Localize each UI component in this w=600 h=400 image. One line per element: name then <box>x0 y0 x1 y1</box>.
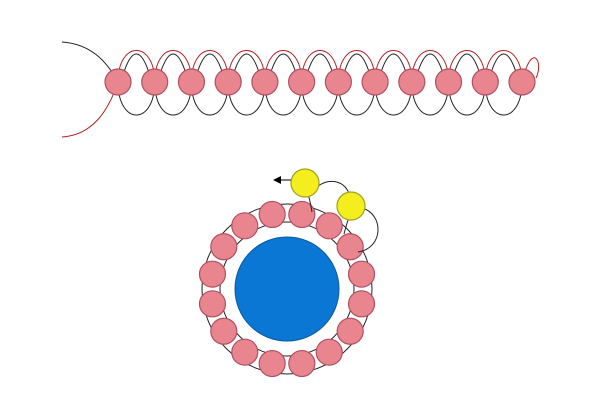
chain-bead <box>288 68 316 96</box>
chain-bead <box>177 68 206 96</box>
inner-thread-ring <box>219 221 355 357</box>
chain-bead <box>471 68 499 96</box>
ring-bead <box>336 233 364 261</box>
ring-bead <box>288 349 316 378</box>
ring-bead <box>198 290 227 318</box>
ring-bead <box>258 200 286 229</box>
ring-bead <box>315 212 343 240</box>
accent-beads <box>273 168 379 253</box>
yellow-bead <box>336 191 366 221</box>
chain-bead <box>324 68 352 96</box>
ring-bead <box>231 338 259 366</box>
ring-bead <box>315 338 343 366</box>
black-thread-arc <box>490 53 517 73</box>
center-stone <box>234 236 340 342</box>
ring-bead <box>347 290 376 318</box>
ring-bead <box>231 212 259 240</box>
chain-bead <box>398 68 426 96</box>
chain-bead <box>214 68 242 96</box>
black-thread-arc <box>343 53 370 73</box>
chain-bead <box>251 68 279 96</box>
outer-thread-ring <box>201 203 373 375</box>
ring-bead <box>347 260 376 288</box>
chain-bead <box>104 68 132 96</box>
black-thread-arc <box>233 53 260 73</box>
chain-bead <box>361 68 389 96</box>
chain-bead <box>508 68 536 96</box>
black-thread-arc <box>380 53 407 73</box>
accent-thread <box>357 207 379 253</box>
ring-bead <box>210 233 238 261</box>
ring-bead <box>258 349 286 378</box>
black-thread-arc <box>196 53 223 73</box>
ring-bead <box>198 260 227 288</box>
black-thread-arc <box>454 53 480 73</box>
red-thread <box>61 50 540 138</box>
ring-bead <box>210 317 238 345</box>
chain-bead <box>141 68 169 96</box>
black-thread-arc <box>123 53 150 73</box>
black-thread-arc <box>417 53 444 73</box>
black-thread-arc <box>307 53 333 73</box>
ring-bead <box>336 317 364 345</box>
ring-bead <box>288 200 316 229</box>
black-thread-arc <box>270 53 297 73</box>
arrow-left-icon <box>273 176 281 184</box>
chain-bead <box>434 68 463 96</box>
yellow-bead <box>290 168 320 198</box>
chain-beads <box>104 68 536 96</box>
black-thread-arc <box>160 53 186 73</box>
beaded-bezel <box>198 200 376 378</box>
